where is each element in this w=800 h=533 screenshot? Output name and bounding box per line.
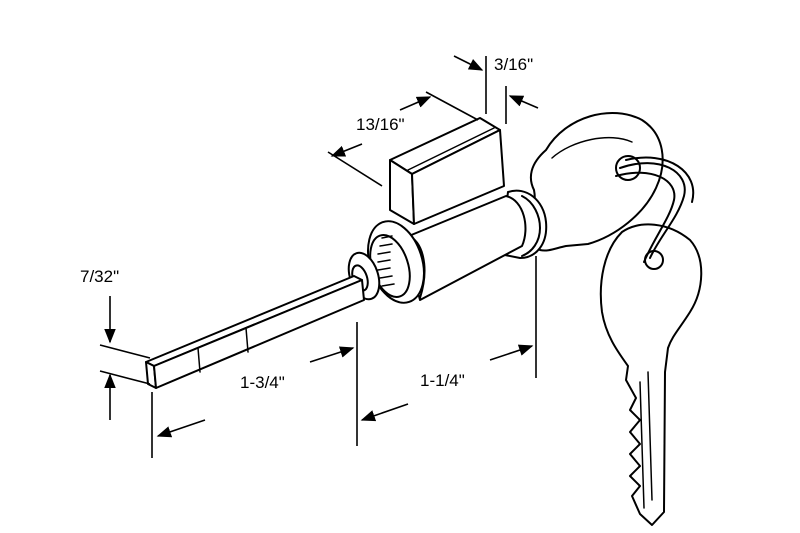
cam-block [389,117,505,225]
cylinder-body [403,189,548,301]
dim-thickness-label: 7/32" [80,267,119,286]
tailpiece [145,275,365,389]
key-ring [615,156,695,263]
dim-tailpiece-length-label: 1-3/4" [240,373,285,392]
dim-tailpiece-length: 1-3/4" [151,322,358,458]
dim-cam-thickness: 3/16" [453,55,539,124]
dim-cylinder-length: 1-1/4" [360,256,537,422]
knurled-ring [367,220,425,304]
key-front [599,223,703,526]
key-back [529,112,664,252]
dim-cam-width: 13/16" [327,91,479,187]
dim-thickness: 7/32" [80,267,151,420]
dim-cam-width-label: 13/16" [356,115,405,134]
dim-cylinder-length-label: 1-1/4" [420,371,465,390]
dim-cam-thickness-label: 3/16" [494,55,533,74]
